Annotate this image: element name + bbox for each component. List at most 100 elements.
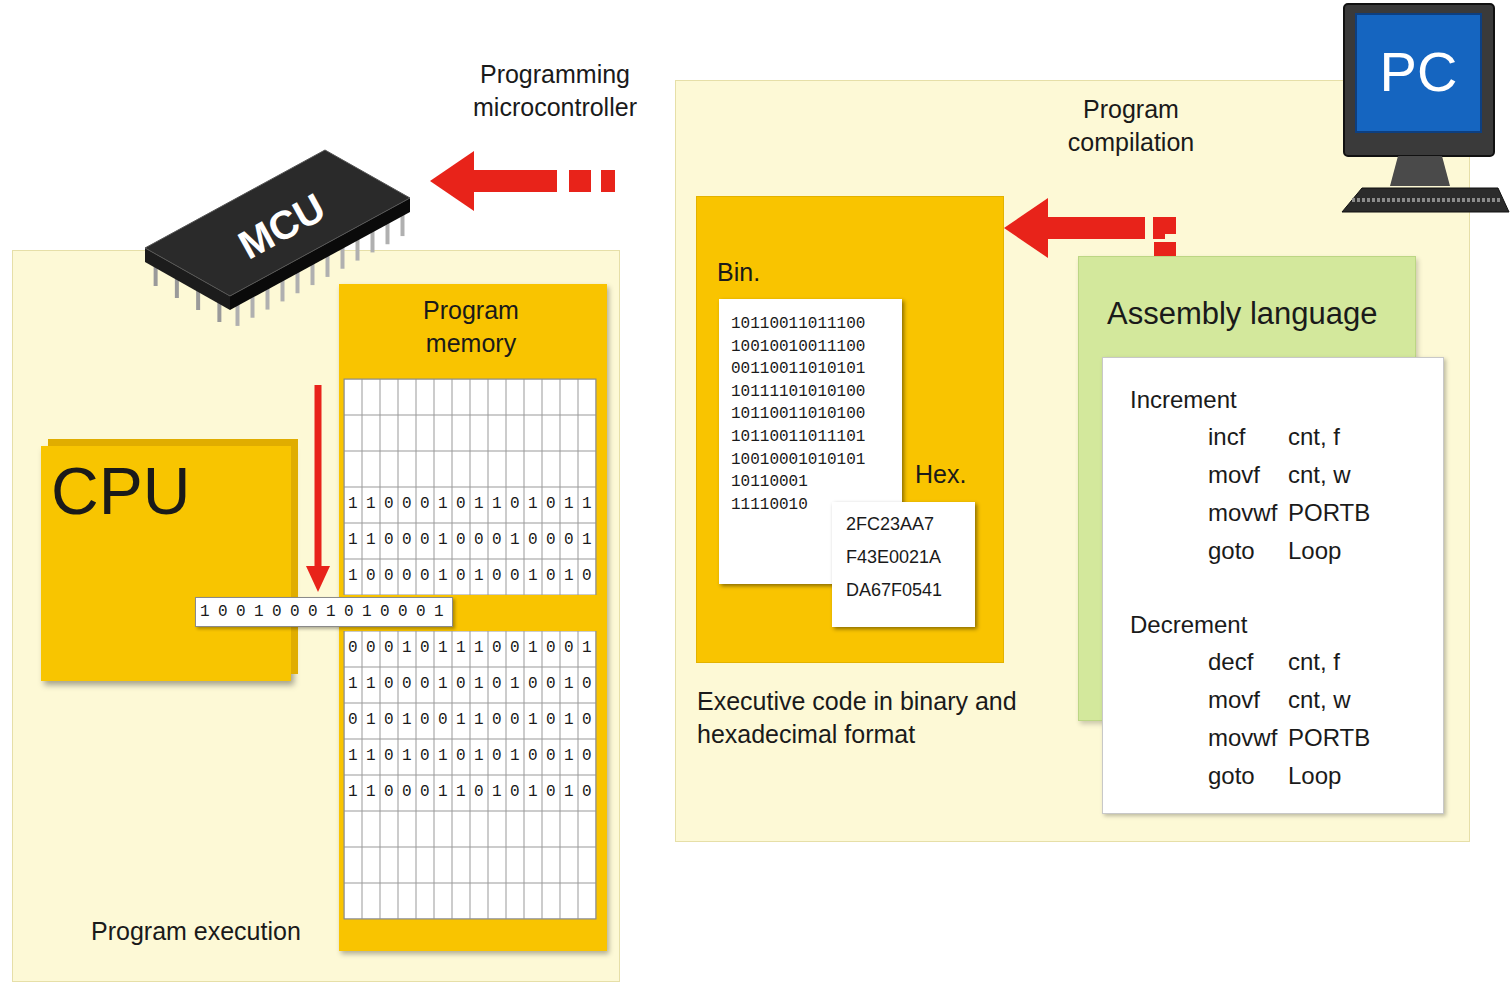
- fetched-instruction: 10010001010001: [195, 597, 453, 627]
- assembly-code-card-text: cnt, w: [1288, 686, 1351, 715]
- chip-pin: [236, 302, 240, 326]
- cpu-block: CPU: [41, 446, 291, 681]
- binary-card-text-slot: 10110001: [731, 473, 808, 491]
- assembly-code-card-text: Loop: [1288, 762, 1341, 791]
- program-memory-text: 11000101010010: [348, 675, 600, 694]
- fetch-arrow-head: [306, 566, 330, 592]
- assembly-code-card-text: PORTB: [1288, 499, 1370, 528]
- assembly-code-card-text-slot: PORTB: [1288, 499, 1370, 528]
- mcu-chip-text-slot: MCU: [230, 183, 333, 269]
- program-memory-text-slot: 11000110101010: [348, 783, 600, 802]
- assembly-box-text-slot: Assembly language: [1107, 295, 1378, 332]
- assembly-code-card-text-slot: goto: [1208, 537, 1255, 566]
- assembly-code-card-text: Decrement: [1130, 611, 1247, 640]
- mcu-chip-text: MCU: [230, 183, 333, 269]
- assembly-code-card-text: movf: [1208, 461, 1260, 490]
- binary-card-text: 10110011011100: [731, 315, 865, 333]
- binary-card-text: 10110011011101: [731, 428, 865, 446]
- program-memory-text-slot: 10000101001010: [348, 567, 600, 586]
- executive-code-box-text-slot: Bin.: [717, 257, 760, 287]
- binary-card-text: 10110011010100: [731, 405, 865, 423]
- binary-card-text: 10110001: [731, 473, 808, 491]
- executive-code-box: Bin.Hex.Executive code in binary and hex…: [696, 196, 1004, 663]
- assembly-code-card-text-slot: cnt, w: [1288, 686, 1351, 715]
- assembly-code-card-text-slot: Increment: [1130, 386, 1237, 415]
- assembly-code-card-text: goto: [1208, 537, 1255, 566]
- chip-pin: [371, 228, 375, 252]
- program-memory-text-slot: 11000101101011: [348, 495, 600, 514]
- assembly-code-card-text: cnt, f: [1288, 648, 1340, 677]
- chip-pin: [326, 253, 330, 277]
- binary-card-text: 10010010011100: [731, 338, 865, 356]
- chip-pin: [251, 294, 255, 318]
- hex-card-text: F43E0021A: [846, 547, 941, 569]
- cpu-block-text: CPU: [51, 452, 190, 531]
- program-memory-text: 11010101010010: [348, 747, 600, 766]
- binary-card-text: 10111101010100: [731, 383, 865, 401]
- keyboard-keys: [1352, 198, 1502, 202]
- binary-card: 10110011011100 10010010011100 001100110101…: [719, 299, 902, 584]
- assembly-code-card-text-slot: cnt, f: [1288, 648, 1340, 677]
- assembly-code-card-text: movf: [1208, 686, 1260, 715]
- pc-screen-text-slot: PC: [1356, 38, 1481, 105]
- binary-card-text-slot: 10110011010100: [731, 405, 865, 423]
- assembly-code-card-text-slot: incf: [1208, 423, 1245, 452]
- chip-end: [145, 248, 230, 310]
- program-memory-text: 11000100010001: [348, 531, 600, 550]
- executive-code-box-text-slot: Executive code in binary and hexadecimal…: [697, 685, 1017, 750]
- compilation-panel-text: Program compilation: [1036, 93, 1226, 158]
- memory-grid-cells: [344, 379, 596, 919]
- execution-panel-text: Program execution: [91, 916, 301, 946]
- binary-card-text-slot: 00110011010101: [731, 360, 865, 378]
- program-memory-text-slot: 11000100010001: [348, 531, 600, 550]
- assembly-code-card-text-slot: cnt, w: [1288, 461, 1351, 490]
- assembly-code-card-text: cnt, w: [1288, 461, 1351, 490]
- binary-card-text-slot: 10010001010101: [731, 451, 865, 469]
- assembly-code-card-text: decf: [1208, 648, 1253, 677]
- hex-card-text-slot: F43E0021A: [846, 547, 941, 569]
- fetch-arrow: [306, 385, 330, 592]
- execution-panel-text-slot: Program execution: [91, 916, 301, 946]
- compilation-panel: Program compilationBin.Hex.Executive cod…: [675, 80, 1470, 842]
- hex-card-text-slot: DA67F0541: [846, 580, 942, 602]
- binary-card-text: 00110011010101: [731, 360, 865, 378]
- binary-card-text-slot: 10110011011100: [731, 315, 865, 333]
- chip-pin: [281, 277, 285, 301]
- flow-arrow: [1004, 198, 1165, 258]
- pc-screen: PC: [1356, 14, 1487, 132]
- arrow-head: [1004, 198, 1048, 258]
- chip-top: [145, 150, 410, 296]
- assembly-code-card-text-slot: movf: [1208, 686, 1260, 715]
- chip-pin: [217, 300, 221, 322]
- fetched-instruction-slot: 10010001010001: [195, 597, 453, 627]
- chip-pin: [175, 276, 179, 298]
- arrow-shaft: [1044, 228, 1165, 256]
- executive-code-box-text: Bin.: [717, 257, 760, 287]
- executive-code-box-text: Executive code in binary and hexadecimal…: [697, 685, 1017, 750]
- assembly-code-card-text-slot: Loop: [1288, 537, 1341, 566]
- assembly-code-card-text-slot: movwf: [1208, 724, 1277, 753]
- pc-screen-text: PC: [1356, 38, 1481, 105]
- binary-card-text: 11110010: [731, 496, 808, 514]
- assembly-code-card-text: cnt, f: [1288, 423, 1340, 452]
- chip-pin: [341, 245, 345, 269]
- cpu-block-text-slot: CPU: [51, 452, 190, 531]
- program-memory-text: 11000110101010: [348, 783, 600, 802]
- keyboard: [1342, 188, 1509, 212]
- program-memory-text-slot: Program memory: [396, 294, 546, 359]
- program-memory-text-slot: 00010111001001: [348, 639, 600, 658]
- program-memory-text: 11000101101011: [348, 495, 600, 514]
- monitor-frame: [1344, 4, 1494, 156]
- assembly-code-card-text-slot: cnt, f: [1288, 423, 1340, 452]
- program-memory-text: 10000101001010: [348, 567, 600, 586]
- mcu-chip: MCU: [140, 148, 430, 343]
- chip-pin: [154, 264, 158, 286]
- program-memory-text-slot: 11010101010010: [348, 747, 600, 766]
- binary-card-text-slot: 10110011011101: [731, 428, 865, 446]
- binary-card-text: 10010001010101: [731, 451, 865, 469]
- binary-card-text-slot: 10111101010100: [731, 383, 865, 401]
- arrow-label: Programming microcontroller: [455, 58, 655, 123]
- assembly-code-card: Increment incf cnt, f movf cnt, w movwf PORTB g…: [1102, 357, 1444, 814]
- assembly-box-text: Assembly language: [1107, 295, 1378, 332]
